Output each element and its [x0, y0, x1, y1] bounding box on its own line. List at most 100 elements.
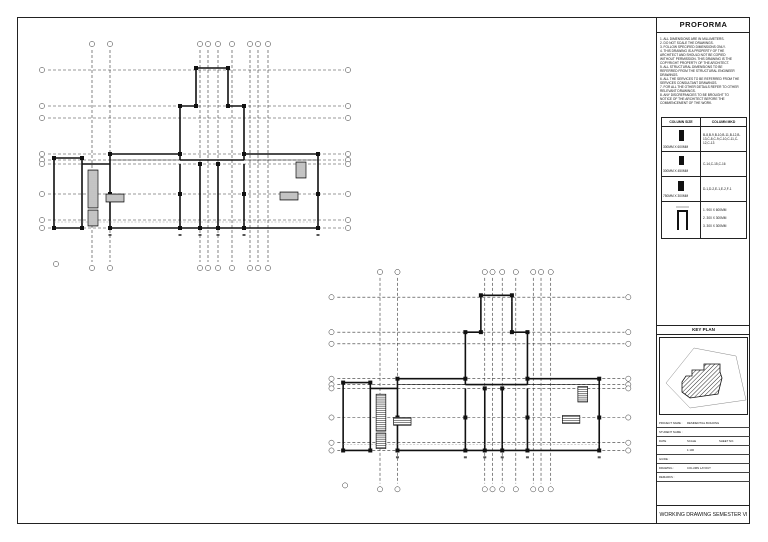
column-marker — [242, 104, 246, 108]
table-row: 300MM X 450MM C-14,C-15,C-16 — [662, 152, 746, 177]
l-column-list: 1. 900 X 600MM 2. 300 X 300MM 3. 300 X 300… — [703, 208, 726, 232]
table-row: 300MM X 600MM B-8,B-9,B-10,B-11,B-12,B-1… — [662, 127, 746, 152]
grid-bubble — [229, 41, 235, 47]
column-marker — [525, 448, 530, 453]
grid-bubble — [197, 41, 203, 47]
l-column-item: 1. 900 X 600MM — [703, 208, 727, 212]
dimension-tick — [216, 234, 220, 236]
info-cell: SCALE — [687, 439, 697, 443]
grid-bubble — [481, 486, 488, 493]
column-marker — [178, 226, 182, 230]
wall — [179, 164, 245, 229]
grid-bubble — [625, 447, 632, 454]
grid-bubble — [265, 265, 271, 271]
grid-bubble — [39, 103, 45, 109]
grid-bubble — [625, 294, 632, 301]
stair-block — [393, 417, 412, 426]
column-marker — [341, 448, 346, 453]
info-row: DRAWING :COLUMN LAYOUT — [657, 464, 750, 473]
grid-bubble — [53, 261, 59, 267]
grid-bubble — [265, 41, 271, 47]
grid-bubble — [39, 217, 45, 223]
key-plan-title: KEY PLAN — [657, 325, 750, 335]
column-marker — [226, 104, 230, 108]
grid-bubble — [538, 486, 544, 493]
title-block: PROFORMA 1. ALL DIMENSIONS ARE IN MILLIM… — [656, 17, 750, 524]
info-cell: REMARKS : — [659, 475, 675, 479]
column-marker — [216, 226, 220, 230]
column-marker — [216, 162, 220, 166]
grid-bubble — [377, 269, 383, 275]
grid-bubble — [512, 269, 519, 275]
column-marker — [525, 415, 530, 420]
stair-block — [105, 193, 125, 203]
dimension-tick — [500, 456, 504, 459]
column-schedule-table: COLUMN SIZE COLUMN MKD 300MM X 600MM B-8… — [661, 117, 747, 239]
column-marker — [178, 192, 182, 196]
column-marker — [478, 330, 483, 335]
l-column-item: 2. 300 X 300MM — [703, 216, 727, 220]
note-line: NOTICE OF THE ARCHITECT BEFORE THE — [660, 97, 725, 101]
wall — [464, 388, 529, 452]
grid-bubble — [328, 329, 335, 335]
column-marker — [482, 448, 487, 453]
column-marker — [463, 376, 468, 381]
column-marker — [198, 162, 202, 166]
general-notes: 1. ALL DIMENSIONS ARE IN MILLIMETERS.2. … — [660, 37, 748, 105]
note-line: WITHOUT PERMISSION. THIS DRAWING IS THE — [660, 57, 732, 61]
wall — [180, 72, 197, 107]
note-line: 4. THIS DRAWING IS A PROPERTY OF THE — [660, 49, 725, 53]
column-marker — [198, 226, 202, 230]
stair-block — [375, 432, 387, 449]
column-marker — [226, 66, 230, 70]
note-line: 1. ALL DIMENSIONS ARE IN MILLIMETERS. — [660, 37, 725, 41]
grid-bubble — [481, 269, 488, 275]
dimension-tick — [316, 234, 320, 236]
table-row: 750MM X 300MM D-1,D-2,E-1,E-2,F-1 — [662, 177, 746, 202]
grid-bubble — [625, 439, 632, 446]
grid-bubble — [394, 486, 401, 493]
wall — [480, 294, 513, 302]
column-marker — [316, 192, 320, 196]
column-marker — [368, 448, 373, 453]
info-cell: GUIDE : — [659, 457, 670, 461]
wall — [53, 157, 83, 229]
wall — [527, 377, 601, 452]
note-line: 6. ALL THE SERVICES TO BE REFERRED FROM … — [660, 77, 740, 81]
table-row: 1. 900 X 600MM 2. 300 X 300MM 3. 300 X 300… — [662, 202, 746, 238]
l-column-item: 3. 300 X 300MM — [703, 224, 727, 228]
column-marker — [395, 376, 400, 381]
grid-bubble — [247, 265, 253, 271]
column-marker — [500, 386, 505, 391]
stair-block — [295, 161, 307, 179]
wall — [342, 381, 372, 452]
info-cell: DATE — [659, 439, 667, 443]
grid-bubble — [499, 269, 506, 275]
stair-block — [279, 191, 299, 201]
grid-bubble — [625, 414, 632, 421]
info-cell: 1:100 — [687, 448, 694, 452]
wall — [227, 74, 244, 107]
column-size: 750MM X 300MM — [663, 194, 689, 198]
column-mkd-header: COLUMN MKD — [701, 118, 746, 127]
grid-bubble — [107, 265, 113, 271]
column-marker — [316, 152, 320, 156]
grid-bubble — [489, 269, 496, 275]
info-cell: RESIDENTIAL BUILDING — [687, 421, 720, 425]
grid-bubble — [377, 486, 383, 493]
column-300x450-icon — [679, 156, 684, 165]
info-row: 1:100 — [657, 446, 750, 455]
grid-bubble — [499, 486, 506, 493]
grid-bubble — [328, 385, 335, 392]
note-line: 3. FOLLOW SPECIFIED DIMENSIONS ONLY. — [660, 45, 726, 49]
dimension-tick — [108, 234, 112, 236]
grid-bubble — [512, 486, 519, 493]
wall — [465, 299, 482, 333]
grid-bubble — [547, 486, 554, 493]
table-divider — [700, 118, 701, 238]
grid-bubble — [89, 265, 95, 271]
column-marker — [80, 156, 84, 160]
note-line: 7. FOR ALL THE OTHER DETAILS REFER TO OT… — [660, 85, 739, 89]
